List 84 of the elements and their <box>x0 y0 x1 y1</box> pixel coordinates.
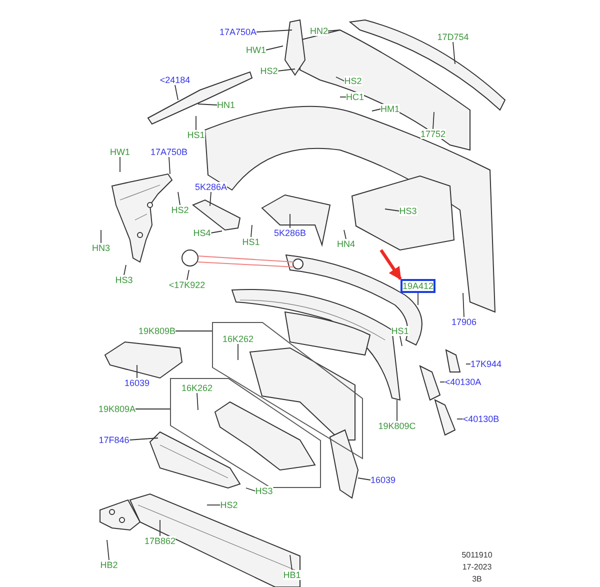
part-number-label: HS2 <box>344 76 362 86</box>
leader-line <box>128 438 158 440</box>
part-number-label: 16039 <box>124 378 150 388</box>
part-number-label: HS1 <box>187 130 205 140</box>
part-number-label: HS2 <box>260 66 278 76</box>
leader-line <box>196 392 198 410</box>
leader-line <box>174 84 178 100</box>
part-number-label: HN4 <box>337 239 355 249</box>
part-number-label: 17K944 <box>470 359 502 369</box>
part-number-label: <24184 <box>160 75 190 85</box>
part-number-label: 17A750B <box>150 147 188 157</box>
leader-line <box>344 230 346 240</box>
leader-line <box>462 292 464 318</box>
part-number-label: HS3 <box>115 275 133 285</box>
part-number-label: 16K262 <box>181 383 213 393</box>
leader-line <box>135 408 170 410</box>
part-number-label: 17A750A <box>219 27 257 37</box>
leader-line <box>210 230 222 234</box>
leader-line <box>100 230 102 244</box>
leader-line <box>396 400 398 422</box>
leader-line <box>136 364 138 378</box>
part-number-label: HS3 <box>399 206 417 216</box>
part-number-label: HN1 <box>217 100 235 110</box>
leader-line <box>384 208 400 212</box>
leader-line <box>198 104 218 106</box>
part-number-label: 17B862 <box>144 536 176 546</box>
part-number-label: 16039 <box>370 475 396 485</box>
leader-line <box>168 156 170 174</box>
leader-line <box>400 336 402 346</box>
leader-line <box>328 30 340 32</box>
drawing-reference-number: 17-2023 <box>462 562 492 572</box>
leader-line <box>256 30 292 32</box>
leader-line <box>358 478 371 480</box>
leader-line <box>452 42 456 64</box>
leader-line <box>266 46 284 50</box>
part-number-label: HS3 <box>255 486 273 496</box>
leader-line <box>372 108 381 112</box>
part-number-label: 17D754 <box>437 32 469 42</box>
group-bracket <box>170 378 320 487</box>
part-number-label: HS4 <box>193 228 211 238</box>
part-number-label: 17752 <box>420 129 446 139</box>
part-number-label: HC1 <box>346 92 364 102</box>
part-number-label: <40130A <box>444 377 482 387</box>
leader-line <box>206 504 221 506</box>
leader-line <box>210 192 212 206</box>
part-number-label: 19K809B <box>138 326 176 336</box>
pointer-arrow <box>380 249 402 280</box>
leader-line <box>277 68 296 72</box>
leader-line <box>246 488 256 492</box>
leader-line <box>178 192 180 206</box>
part-number-label: HM1 <box>380 104 400 114</box>
leader-line <box>456 418 464 420</box>
part-number-label: 5K286B <box>274 228 306 238</box>
part-number-label: HW1 <box>246 45 266 55</box>
part-number-label: HS2 <box>220 500 238 510</box>
part-number-label: 5K286A <box>194 182 228 192</box>
part-number-label: <40130B <box>462 414 500 424</box>
part-number-label: HS1 <box>242 237 260 247</box>
highlighted-part-number: 19A412 <box>400 279 436 293</box>
part-number-label: 17F846 <box>98 435 130 445</box>
part-number-label: HN2 <box>310 26 328 36</box>
leader-line <box>336 76 345 82</box>
leader-line <box>124 264 126 276</box>
leader-line <box>290 554 292 570</box>
part-number-label: 19K809A <box>98 404 136 414</box>
part-number-label: HS2 <box>171 205 189 215</box>
part-number-label: HN3 <box>92 243 110 253</box>
part-number-label: HW1 <box>110 147 130 157</box>
drawing-reference-number: 5011910 <box>462 550 492 560</box>
leader-line <box>250 224 252 238</box>
part-number-label: HB2 <box>100 560 118 570</box>
part-number-label: HS1 <box>391 326 409 336</box>
leader-line <box>186 270 190 280</box>
leader-line <box>175 330 212 332</box>
part-number-label: <17K922 <box>168 280 206 290</box>
leader-line <box>106 540 110 560</box>
drawing-reference-number: 3B <box>472 574 482 584</box>
part-number-label: 16K262 <box>222 334 254 344</box>
leader-line <box>432 112 434 130</box>
group-bracket <box>212 322 362 458</box>
part-number-label: 17906 <box>451 317 477 327</box>
part-number-label: HB1 <box>283 570 301 580</box>
part-number-label: 19K809C <box>378 421 416 431</box>
leader-line <box>340 96 346 98</box>
